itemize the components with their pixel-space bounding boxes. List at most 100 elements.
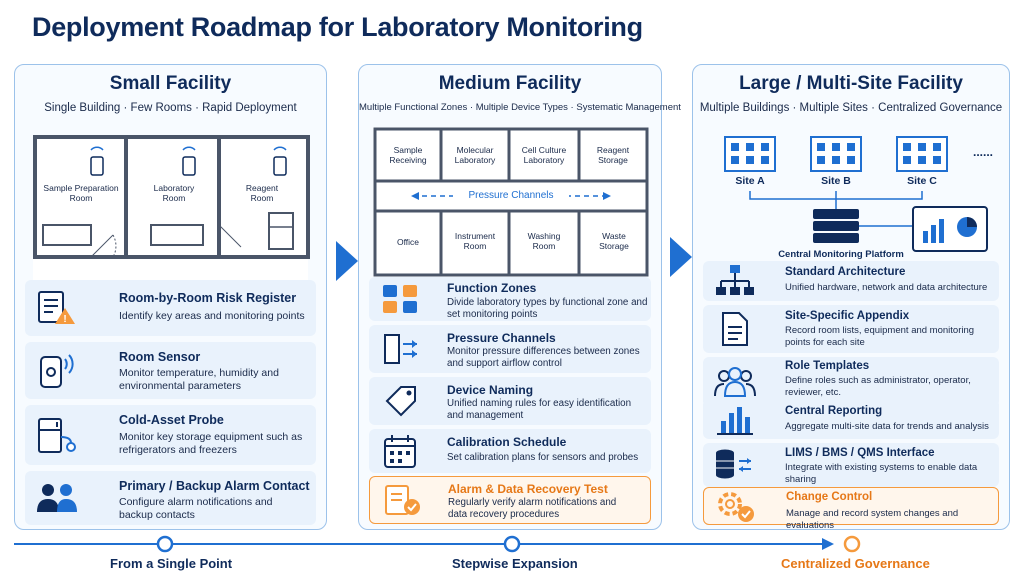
card-desc: Regularly verify alarm notifications and…	[448, 497, 617, 521]
site-label: Site C	[907, 175, 937, 187]
card-title: Change Control	[786, 491, 873, 503]
building-icon	[810, 136, 862, 172]
card-desc: Aggregate multi-site data for trends and…	[785, 421, 989, 432]
gear-check-icon	[718, 492, 754, 522]
large-facility-column: Large / Multi-Site Facility Multiple Bui…	[692, 64, 1010, 531]
timeline-line	[14, 535, 861, 553]
zones-icon	[383, 285, 417, 313]
bar-chart-icon	[717, 407, 753, 435]
milestone-dot	[156, 535, 174, 553]
card-desc: Monitor key storage equipment such as re…	[119, 431, 303, 457]
card-title: Primary / Backup Alarm Contact	[119, 479, 310, 493]
card-title: Standard Architecture	[785, 266, 906, 278]
column-title: Small Facility	[109, 73, 232, 94]
milestone-dot	[843, 535, 861, 553]
column-subtitle: Single Building · Few Rooms · Rapid Depl…	[44, 102, 297, 114]
card-title: Room Sensor	[119, 350, 201, 364]
card-device-naming: Device Naming Unified naming rules for e…	[369, 377, 651, 425]
card-room-sensor: Room Sensor Monitor temperature, humidit…	[25, 342, 316, 399]
room-label: Office	[396, 237, 420, 247]
card-system-interface: LIMS / BMS / QMS Interface Integrate wit…	[703, 443, 999, 487]
column-subtitle: Multiple Buildings · Multiple Sites · Ce…	[699, 102, 1003, 114]
card-desc: Unified naming rules for easy identifica…	[447, 398, 632, 422]
sensor-icon	[182, 146, 196, 176]
room-label: Cell Culture Laboratory	[521, 145, 567, 166]
timeline-label: From a Single Point	[110, 556, 233, 571]
card-desc: Record room lists, equipment and monitor…	[785, 325, 975, 348]
card-title: Calibration Schedule	[447, 435, 567, 449]
card-title: Alarm & Data Recovery Test	[448, 482, 608, 496]
card-title: Cold-Asset Probe	[119, 413, 224, 427]
card-calibration-schedule: Calibration Schedule Set calibration pla…	[369, 429, 651, 473]
card-desc: Set calibration plans for sensors and pr…	[447, 452, 639, 463]
card-title: Function Zones	[447, 281, 537, 295]
medium-floor-plan: Sample Receiving Molecular Laboratory Ce…	[373, 127, 649, 277]
room-label: Laboratory Room	[153, 183, 195, 204]
timeline-label: Centralized Governance	[781, 556, 930, 571]
card-alarm-recovery-test: Alarm & Data Recovery Test Regularly ver…	[369, 476, 651, 524]
card-title: LIMS / BMS / QMS Interface	[785, 447, 935, 459]
card-title: Pressure Channels	[447, 331, 556, 345]
calendar-icon	[384, 435, 416, 468]
platform-label: Central Monitoring Platform	[778, 249, 904, 260]
svg-text:!: !	[63, 314, 66, 325]
room-label: Sample Receiving	[389, 145, 427, 166]
site-label: Site A	[735, 175, 765, 187]
door-arrows-icon	[384, 334, 417, 364]
floor-plan-drawing	[373, 127, 649, 277]
milestone-dot	[503, 535, 521, 553]
card-desc: Integrate with existing systems to enabl…	[785, 462, 978, 485]
card-desc: Monitor pressure differences between zon…	[447, 346, 640, 370]
card-title: Role Templates	[785, 360, 870, 372]
column-title: Large / Multi-Site Facility	[739, 73, 963, 94]
floor-plan-drawing	[33, 135, 310, 259]
card-desc: Unified hardware, network and data archi…	[785, 282, 988, 293]
checklist-icon	[385, 485, 420, 515]
sensor-icon	[90, 146, 104, 176]
risk-register-icon: !	[38, 291, 75, 325]
card-central-reporting: Central Reporting Aggregate multi-site d…	[703, 399, 999, 439]
timeline-label: Stepwise Expansion	[452, 556, 578, 571]
card-standard-architecture: Standard Architecture Unified hardware, …	[703, 261, 999, 301]
room-label: Sample Preparation Room	[43, 183, 119, 204]
room-label: Reagent Storage	[596, 145, 630, 166]
site-label: Site B	[821, 175, 851, 187]
contacts-icon	[37, 484, 77, 512]
card-desc: Configure alarm notifications and backup…	[119, 496, 273, 522]
users-icon	[714, 367, 756, 397]
card-alarm-contact: Primary / Backup Alarm Contact Configure…	[25, 471, 316, 525]
card-cold-asset-probe: Cold-Asset Probe Monitor key storage equ…	[25, 405, 316, 465]
card-desc: Identify key areas and monitoring points	[119, 310, 305, 322]
card-change-control: Change Control Manage and record system …	[703, 487, 999, 531]
room-label: Instrument Room	[454, 231, 496, 252]
sensor-icon	[40, 353, 74, 388]
tag-icon	[385, 386, 416, 417]
server-icon	[813, 209, 859, 243]
card-desc: Define roles such as administrator, oper…	[785, 375, 971, 398]
hierarchy-icon	[716, 265, 754, 295]
card-pressure-channels: Pressure Channels Monitor pressure diffe…	[369, 325, 651, 373]
progress-arrow	[336, 241, 358, 281]
card-title: Central Reporting	[785, 405, 883, 417]
card-title: Site-Specific Appendix	[785, 310, 910, 322]
small-floor-plan: Sample Preparation Room Laboratory Room …	[33, 135, 310, 283]
room-label: Washing Room	[527, 231, 561, 252]
small-facility-column: Small Facility Single Building · Few Roo…	[14, 64, 327, 530]
dashboard-monitor-icon	[912, 206, 988, 252]
column-subtitle: Multiple Functional Zones · Multiple Dev…	[359, 102, 681, 113]
card-site-appendix: Site-Specific Appendix Record room lists…	[703, 305, 999, 353]
more-sites-indicator: ......	[972, 145, 993, 159]
site-network-drawing	[724, 136, 988, 252]
document-icon	[722, 312, 748, 346]
progress-timeline: From a Single Point Stepwise Expansion C…	[0, 530, 1024, 577]
card-title: Room-by-Room Risk Register	[119, 291, 297, 305]
card-desc: Monitor temperature, humidity and enviro…	[119, 367, 279, 393]
card-title: Device Naming	[447, 383, 534, 397]
page-title: Deployment Roadmap for Laboratory Monito…	[32, 12, 643, 42]
building-icon	[896, 136, 948, 172]
card-role-templates: Role Templates Define roles such as admi…	[703, 357, 999, 407]
database-sync-icon	[716, 449, 751, 479]
card-function-zones: Function Zones Divide laboratory types b…	[369, 277, 651, 321]
progress-arrow	[670, 237, 692, 277]
room-label: Reagent Room	[245, 183, 279, 204]
